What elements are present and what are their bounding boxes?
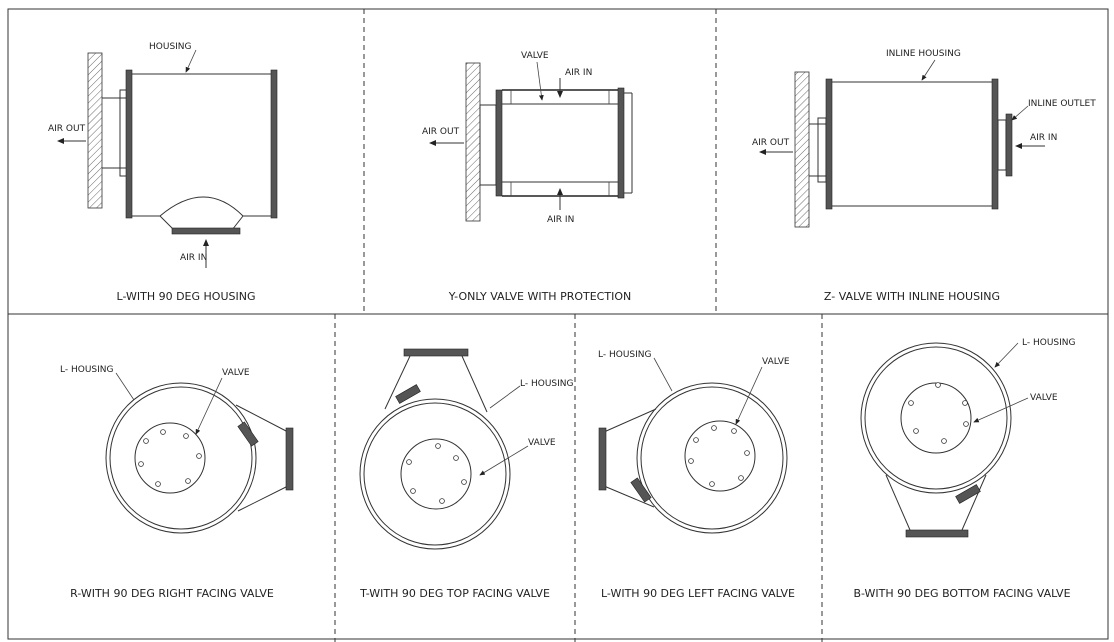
valve-flange-right xyxy=(617,87,625,199)
label-air-in: AIR IN xyxy=(180,253,207,263)
label-valve: VALVE xyxy=(1030,393,1058,403)
housing-outer-ring xyxy=(359,398,511,550)
valve-flange xyxy=(403,348,469,357)
inlet-flange xyxy=(171,227,241,235)
panel-l90-housing: HOUSING AIR OUT AIR IN L-WITH 90 DEG HOU… xyxy=(48,42,278,303)
caption-z: Z- VALVE WITH INLINE HOUSING xyxy=(824,290,1000,303)
housing-flange-left xyxy=(125,69,133,219)
label-inline-housing: INLINE HOUSING xyxy=(886,49,961,59)
label-l-housing: L- HOUSING xyxy=(1022,338,1076,348)
label-air-in-bottom: AIR IN xyxy=(547,215,574,225)
panel-b-bottom-facing: L- HOUSING VALVE B-WITH 90 DEG BOTTOM FA… xyxy=(853,338,1075,600)
valve-disc xyxy=(134,422,206,494)
panel-r-right-facing: L- HOUSING VALVE R-WITH 90 DEG RIGHT FAC… xyxy=(60,365,294,600)
panel-y-valve: VALVE AIR IN AIR OUT AIR IN Y-ONLY VALVE… xyxy=(422,51,633,303)
housing-flange-right xyxy=(270,69,278,219)
valve-flange-left xyxy=(495,89,503,197)
panel-t-top-facing: L- HOUSING VALVE T-WITH 90 DEG TOP FACIN… xyxy=(359,348,574,600)
housing-outer-ring xyxy=(860,342,1012,494)
housing-flange-right xyxy=(991,78,999,210)
caption-r: R-WITH 90 DEG RIGHT FACING VALVE xyxy=(70,587,274,600)
label-air-out: AIR OUT xyxy=(48,124,86,134)
caption-t: T-WITH 90 DEG TOP FACING VALVE xyxy=(359,587,550,600)
label-valve: VALVE xyxy=(222,368,250,378)
valve-disc xyxy=(900,382,972,454)
label-air-in-top: AIR IN xyxy=(565,68,592,78)
caption-l90: L-WITH 90 DEG HOUSING xyxy=(117,290,256,303)
wall-hatch xyxy=(465,62,481,222)
valve-disc xyxy=(400,438,472,510)
label-air-out: AIR OUT xyxy=(422,127,460,137)
label-air-in: AIR IN xyxy=(1030,133,1057,143)
label-inline-outlet: INLINE OUTLET xyxy=(1028,99,1096,109)
label-l-housing: L- HOUSING xyxy=(60,365,114,375)
sheet-frame xyxy=(7,8,1109,642)
valve-disc xyxy=(684,420,756,492)
housing-flange-left xyxy=(825,78,833,210)
label-housing: HOUSING xyxy=(149,42,192,52)
label-air-out: AIR OUT xyxy=(752,138,790,148)
inline-outlet-flange xyxy=(1005,113,1013,177)
label-valve: VALVE xyxy=(521,51,549,61)
caption-lf: L-WITH 90 DEG LEFT FACING VALVE xyxy=(601,587,795,600)
caption-b: B-WITH 90 DEG BOTTOM FACING VALVE xyxy=(853,587,1070,600)
wall-hatch xyxy=(794,71,810,228)
valve-flange xyxy=(598,427,607,491)
label-valve: VALVE xyxy=(528,438,556,448)
label-l-housing: L- HOUSING xyxy=(520,379,574,389)
housing-outer-ring xyxy=(105,382,257,534)
wall-hatch xyxy=(87,52,103,209)
housing-outer-ring xyxy=(636,382,788,534)
panel-z-inline: INLINE HOUSING INLINE OUTLET AIR IN AIR … xyxy=(752,49,1096,303)
label-l-housing: L- HOUSING xyxy=(598,350,652,360)
caption-y: Y-ONLY VALVE WITH PROTECTION xyxy=(448,290,631,303)
panel-l-left-facing: L- HOUSING VALVE L-WITH 90 DEG LEFT FACI… xyxy=(598,350,795,600)
label-valve: VALVE xyxy=(762,357,790,367)
valve-flange xyxy=(905,529,969,538)
valve-flange xyxy=(285,427,294,491)
